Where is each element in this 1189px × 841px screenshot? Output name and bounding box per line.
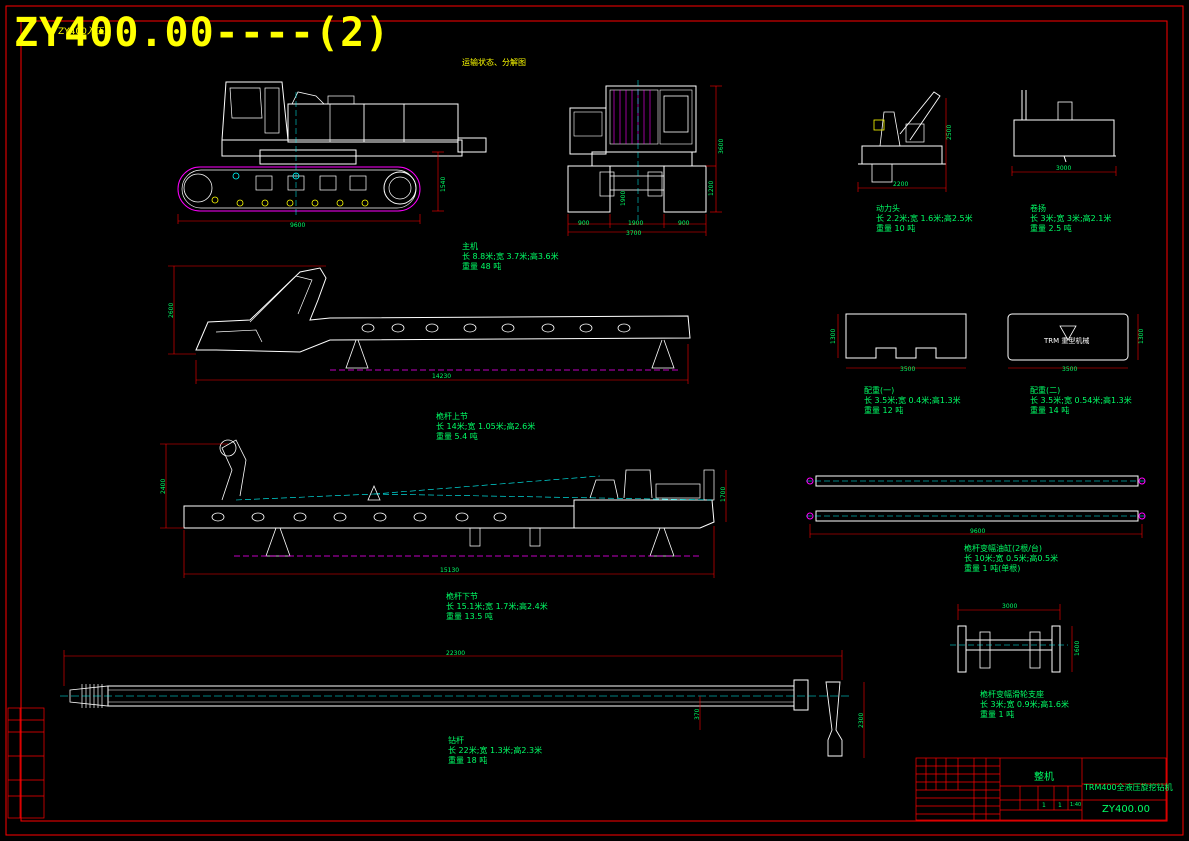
power-head-spec: 长 2.2米;宽 1.6米;高2.5米 <box>876 214 973 223</box>
sheet-inner-border <box>20 20 1168 822</box>
mast-upper-weight: 重量 5.4 吨 <box>436 432 478 441</box>
pulley-support-view <box>950 625 1068 673</box>
mast-upper-spec: 长 14米;宽 1.05米;高2.6米 <box>436 422 536 431</box>
power-head-dimensions <box>857 98 947 192</box>
dim-mast-lower-height2: 1700 <box>720 486 727 502</box>
dim-cw1-height: 1300 <box>830 328 837 344</box>
title-block-qty: 1 <box>1042 802 1046 809</box>
dim-power-head-height: 2500 <box>946 124 953 140</box>
drill-rod-weight: 重量 18 吨 <box>448 756 488 765</box>
power-head-weight: 重量 10 吨 <box>876 224 916 233</box>
dim-cw2-width: 3500 <box>1062 366 1078 373</box>
main-machine-spec: 长 8.8米;宽 3.7米;高3.6米 <box>462 252 559 261</box>
pulley-support-dimensions <box>957 604 1073 672</box>
dim-cylinder-length: 9600 <box>970 528 986 535</box>
title-block-drawing-no: ZY400.00 <box>1102 804 1150 815</box>
cw2-name: 配重(二) <box>1030 386 1061 395</box>
cylinder-view <box>806 475 1146 522</box>
drawing-title: ZY400.00----(2) <box>14 10 391 56</box>
mast-upper-name: 桅杆上节 <box>436 412 468 421</box>
mast-lower-spec: 长 15.1米;宽 1.7米;高2.4米 <box>446 602 548 611</box>
mast-lower-weight: 重量 13.5 吨 <box>446 612 493 621</box>
pulley-spec: 长 3米;宽 0.9米;高1.6米 <box>980 700 1070 709</box>
dim-mast-lower-length: 15130 <box>440 567 460 574</box>
sheet-outer-border <box>5 5 1184 836</box>
winch-weight: 重量 2.5 吨 <box>1030 224 1072 233</box>
winch-dimensions <box>1011 166 1117 176</box>
cw2-weight: 重量 14 吨 <box>1030 406 1070 415</box>
drill-rod-view <box>60 679 850 757</box>
cw1-spec: 长 3.5米;宽 0.4米;高1.3米 <box>864 396 961 405</box>
dim-main-height2: 3600 <box>718 138 725 154</box>
title-block-scale: 1:40 <box>1070 802 1082 808</box>
mast-lower-name: 桅杆下节 <box>446 592 478 601</box>
power-head-view <box>858 91 946 183</box>
dim-winch-width: 3000 <box>1056 165 1072 172</box>
dim-main-length: 9600 <box>290 222 306 229</box>
cw2-spec: 长 3.5米;宽 0.54米;高1.3米 <box>1030 396 1132 405</box>
drill-rod-name: 钻杆 <box>448 736 464 745</box>
dim-power-head-width: 2200 <box>893 181 909 188</box>
dim-main-w2: 1900 <box>628 220 644 227</box>
pulley-name: 桅杆变幅滑轮支座 <box>980 690 1044 699</box>
power-head-name: 动力头 <box>876 204 900 213</box>
cylinder-name: 桅杆变幅油缸(2根/台) <box>964 544 1043 553</box>
dim-main-w1: 900 <box>578 220 590 227</box>
title-block-part-name: 整机 <box>1034 772 1054 783</box>
counterweight-2-view <box>1007 313 1129 361</box>
dim-pulley-width: 3000 <box>1002 603 1018 610</box>
dim-mast-upper-length: 14230 <box>432 373 452 380</box>
mast-upper-dimensions <box>168 265 689 384</box>
dim-cw1-width: 3500 <box>900 366 916 373</box>
main-machine-dimensions <box>177 151 444 224</box>
left-margin-table <box>7 707 45 819</box>
title-block-grid <box>915 757 1167 821</box>
drawing-subtitle: 运输状态、分解图 <box>462 58 526 67</box>
mast-upper-view <box>195 267 691 371</box>
drill-rod-spec: 长 22米;宽 1.3米;高2.3米 <box>448 746 543 755</box>
dim-main-ground: 1200 <box>708 180 715 196</box>
drill-rod-dimensions <box>63 650 865 758</box>
counterweight-2-dimensions <box>1008 314 1139 369</box>
dim-mast-lower-height: 2400 <box>160 478 167 494</box>
cylinder-weight: 重量 1 吨(单根) <box>964 564 1021 573</box>
dim-main-width: 3700 <box>626 230 642 237</box>
main-machine-rear-view <box>567 80 707 220</box>
cw1-weight: 重量 12 吨 <box>864 406 904 415</box>
cw2-logo: TRM 重型机械 <box>1044 337 1090 345</box>
cylinder-spec: 长 10米;宽 0.5米;高0.5米 <box>964 554 1059 563</box>
counterweight-1-view <box>845 313 967 359</box>
winch-name: 卷扬 <box>1030 204 1046 213</box>
dim-main-height: 1540 <box>440 176 447 192</box>
cylinder-dimensions <box>809 524 1143 538</box>
title-block-machine: TRM400全液压旋挖钻机 <box>1084 783 1173 792</box>
winch-spec: 长 3米;宽 3米;高2.1米 <box>1030 214 1112 223</box>
dim-drill-rod-height: 2300 <box>858 712 865 728</box>
dim-drill-rod-dia: 370 <box>694 708 701 720</box>
counterweight-1-dimensions <box>837 314 966 369</box>
title-block-ratio: 1 <box>1058 802 1062 809</box>
dim-drill-rod-length: 22300 <box>446 650 466 657</box>
mast-lower-view <box>183 439 715 557</box>
winch-view <box>1013 90 1116 163</box>
dim-pulley-height: 1600 <box>1074 640 1081 656</box>
pulley-weight: 重量 1 吨 <box>980 710 1015 719</box>
rear-view-dimensions <box>567 85 722 236</box>
main-machine-side-view <box>177 81 487 215</box>
dim-main-mid: 1900 <box>620 190 627 206</box>
main-machine-weight: 重量 48 吨 <box>462 262 502 271</box>
cw1-name: 配重(一) <box>864 386 895 395</box>
dim-cw2-height: 1300 <box>1138 328 1145 344</box>
mast-lower-dimensions <box>160 443 727 578</box>
drawing-small-title: ZY400入工 <box>58 27 105 37</box>
main-machine-name: 主机 <box>462 242 478 251</box>
dim-main-w3: 900 <box>678 220 690 227</box>
dim-mast-upper-height: 2600 <box>168 302 175 318</box>
